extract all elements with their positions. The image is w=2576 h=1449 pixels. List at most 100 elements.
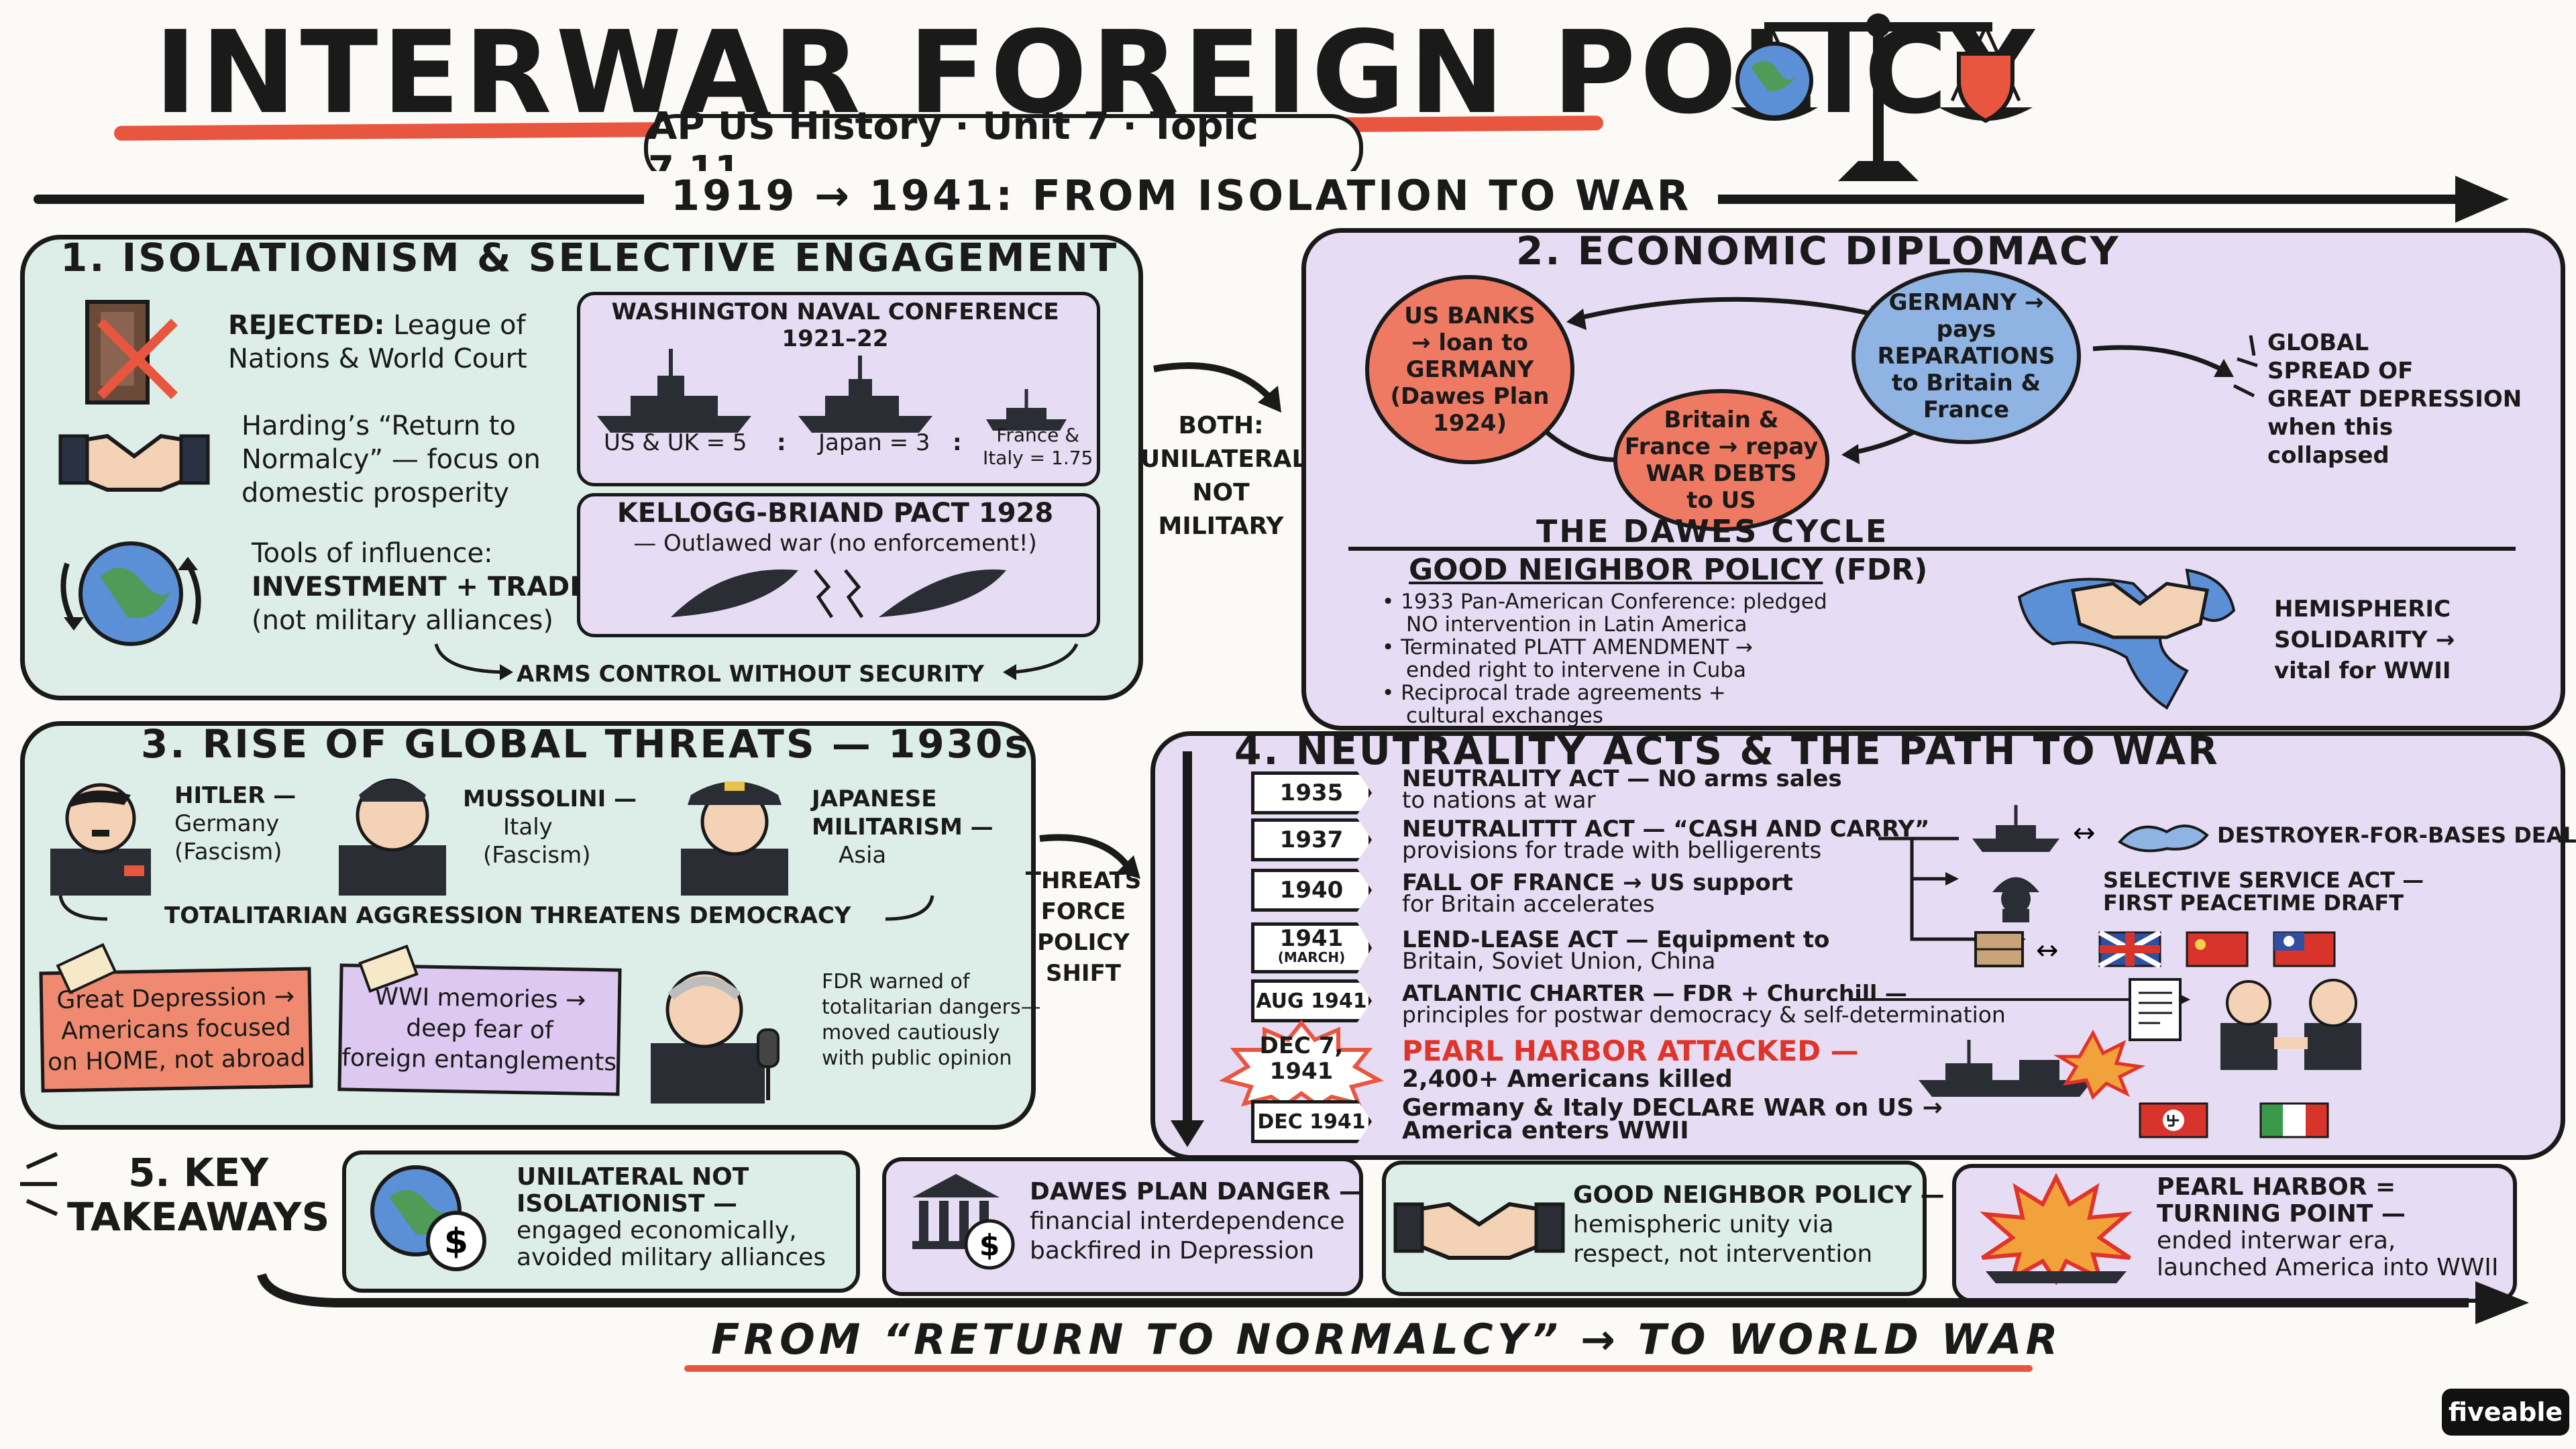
harding-line-3: domestic prosperity: [241, 478, 509, 508]
fdr-line-2: totalitarian dangers—: [822, 996, 1041, 1019]
us-banks-circle: US BANKS → loan to GERMANY (Dawes Plan 1…: [1365, 275, 1574, 464]
svg-text:↔: ↔: [2073, 818, 2096, 849]
totalitarian-label: TOTALITARIAN AGGRESSION THREATENS DEMOCR…: [164, 902, 851, 929]
depression-line-2: Americans focused: [60, 1014, 292, 1045]
ratio-us-uk: US & UK = 5: [604, 429, 747, 456]
event-1940-line-2: for Britain accelerates: [1402, 891, 1655, 918]
britain-line-4: to US: [1686, 487, 1756, 514]
germany-line-4: to Britain &: [1891, 370, 2041, 396]
germany-line-5: France: [1923, 396, 2010, 423]
kellogg-title: KELLOGG-BRIAND PACT 1928: [616, 498, 1054, 529]
tools-line-3: (not military alliances): [252, 605, 553, 636]
germany-line-2: pays: [1936, 316, 1996, 343]
bottom-arrow: [257, 1273, 2529, 1324]
both-line-4: MILITARY: [1158, 513, 1284, 540]
rejected-text: League of: [393, 310, 526, 341]
mussolini-line-1: MUSSOLINI —: [463, 786, 637, 812]
event-1937-line-2: provisions for trade with belligerents: [1402, 837, 1822, 864]
both-line-3: NOT: [1192, 479, 1250, 506]
timeline-label: 1919 → 1941: FROM ISOLATION TO WAR: [644, 171, 1719, 220]
battleship-icons: [597, 349, 1067, 433]
destroyer-bases-icons: ↔: [1972, 805, 2209, 853]
year-1941-sub: (MARCH): [1277, 949, 1346, 965]
japan-line-1: JAPANESE: [812, 786, 937, 812]
threats-line-4: SHIFT: [1045, 960, 1121, 987]
kellogg-text: — Outlawed war (no enforcement!): [633, 530, 1037, 557]
fdr-line-4: with public opinion: [822, 1046, 1012, 1070]
battleship-us-icon: [597, 349, 751, 433]
italy-flag-icon: [2259, 1102, 2329, 1138]
banks-line-5: 1924): [1432, 410, 1507, 437]
hemispheric-line-2: SOLIDARITY →: [2274, 627, 2455, 653]
global-line-5: collapsed: [2267, 442, 2390, 469]
card2-line-2: financial interdependence: [1030, 1208, 1345, 1235]
soviet-flag-icon: [2186, 931, 2249, 967]
selective-service-1: SELECTIVE SERVICE ACT —: [2103, 867, 2424, 893]
mussolini-portrait-icon: [339, 778, 446, 896]
hitler-line-1: HITLER —: [174, 782, 297, 809]
germany-line-3: REPARATIONS: [1877, 343, 2055, 370]
pearl-harbor-ships-icon: [1919, 1029, 2146, 1100]
svg-text:↔: ↔: [2036, 935, 2059, 966]
handshake-icon: [1393, 1201, 1565, 1260]
section3-title: 3. RISE OF GLOBAL THREATS — 1930s: [141, 721, 1030, 767]
global-line-3: GREAT DEPRESSION: [2267, 386, 2522, 413]
ratio-colon-2: :: [953, 429, 962, 456]
battleship-france-icon: [986, 389, 1067, 431]
battleship-japan-icon: [798, 356, 932, 433]
globe-dollar-icon: $: [370, 1165, 486, 1271]
banks-line-1: US BANKS: [1404, 303, 1536, 329]
germany-reparations-circle: GERMANY → pays REPARATIONS to Britain & …: [1851, 268, 2081, 444]
germany-flag-icon: [2139, 1102, 2208, 1138]
japanese-general-portrait-icon: [681, 782, 788, 896]
wwi-line-3: foreign entanglements: [341, 1044, 617, 1077]
germany-line-1: GERMANY →: [1888, 289, 2044, 316]
year-1940: 1940: [1251, 869, 1372, 912]
banks-line-2: → loan to: [1411, 329, 1528, 356]
section5-title-1: 5. KEY: [128, 1150, 269, 1195]
timeline-arrowhead: [2455, 176, 2509, 223]
card1-line-2: ISOLATIONIST —: [517, 1190, 738, 1218]
timeline-vertical: [1183, 751, 1192, 1127]
emphasis-marks: [20, 1152, 58, 1216]
year-aug-1941: AUG 1941: [1251, 979, 1372, 1022]
fdr-line-1: FDR warned of: [822, 970, 970, 994]
hitler-line-2: Germany: [174, 810, 280, 837]
year-1941-march: 1941 (MARCH): [1251, 922, 1372, 973]
ratio-france-1: France &: [996, 424, 1080, 446]
totalitarian-brace: [58, 895, 934, 921]
section2-divider: [1348, 547, 2516, 551]
scales-globe-shield-icon: [1731, 13, 2033, 181]
year-dec7-1941: 1941: [1269, 1058, 1334, 1085]
card2-line-1: DAWES PLAN DANGER —: [1030, 1178, 1364, 1205]
global-line-2: SPREAD OF: [2267, 358, 2414, 384]
both-line-1: BOTH:: [1178, 412, 1264, 439]
event-1941-line-2: Britain, Soviet Union, China: [1402, 948, 1716, 975]
section5-title-2: TAKEAWAYS: [67, 1194, 330, 1240]
event-pearl-line-2: 2,400+ Americans killed: [1402, 1065, 1733, 1093]
card3-line-3: respect, not intervention: [1573, 1240, 1873, 1268]
bank-dollar-icon: $: [912, 1174, 1015, 1270]
globe-arrows-icon: [60, 541, 201, 646]
threats-line-2: FORCE: [1040, 898, 1126, 925]
rejected-text-2: Nations & World Court: [228, 343, 527, 374]
britain-line-2: France → repay: [1624, 433, 1819, 460]
card4-line-3: ended interwar era,: [2157, 1227, 2396, 1254]
hemispheric-line-3: vital for WWII: [2274, 657, 2451, 684]
threats-line-3: POLICY: [1037, 929, 1130, 956]
bullet-3a: Reciprocal trade agreements +: [1401, 681, 1726, 705]
svg-text:$: $: [444, 1222, 468, 1262]
uk-flag-icon: [2098, 930, 2161, 969]
event-aug1941-line-2: principles for postwar democracy & self-…: [1402, 1002, 2006, 1028]
good-neighbor-title: GOOD NEIGHBOR POLICY: [1409, 553, 1823, 587]
dawes-cycle-label: THE DAWES CYCLE: [1536, 513, 1889, 549]
ratio-colon-1: :: [777, 429, 786, 456]
banks-line-3: GERMANY: [1405, 356, 1534, 383]
fiveable-logo[interactable]: fiveable: [2442, 1389, 2569, 1436]
event-dec1941-line-2: America enters WWII: [1402, 1117, 1689, 1144]
destroyer-deal-label: DESTROYER-FOR-BASES DEAL: [2217, 822, 2576, 848]
charter-document-icon: [2129, 978, 2182, 1041]
global-line-1: GLOBAL: [2267, 329, 2369, 356]
axis-flags: [2139, 1102, 2329, 1138]
good-neighbor-fdr: (FDR): [1833, 553, 1928, 587]
